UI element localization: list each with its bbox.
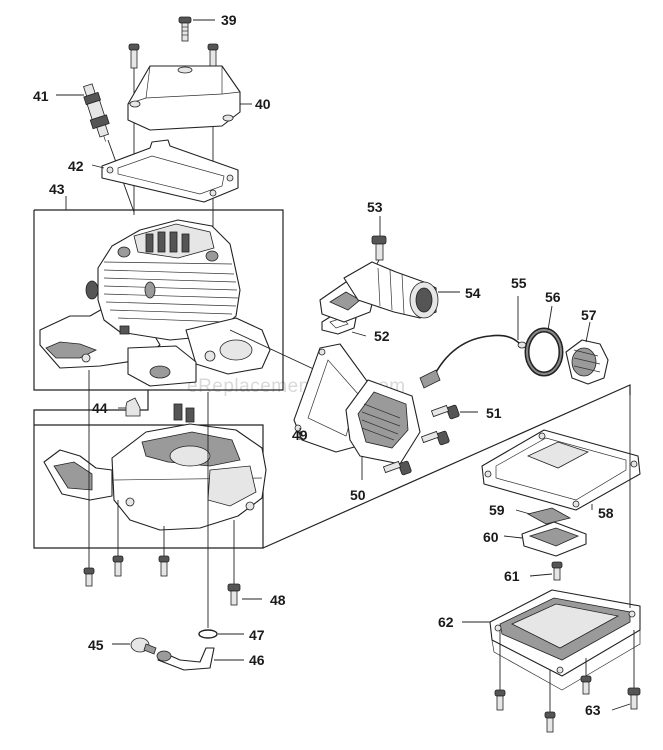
- tank-screw-2: [544, 670, 556, 733]
- part-44: [118, 397, 141, 417]
- screw-63: [611, 630, 641, 711]
- label-58: 58: [598, 505, 614, 521]
- label-41: 41: [33, 88, 49, 104]
- cylinder-assembly: [39, 219, 321, 387]
- label-51: 51: [486, 405, 502, 421]
- crankcase-screw-2: [112, 500, 124, 577]
- label-49: 49: [292, 427, 308, 443]
- label-43: 43: [49, 181, 65, 197]
- label-57: 57: [581, 307, 597, 323]
- tank-gasket-58: [481, 429, 641, 511]
- label-62: 62: [438, 614, 454, 630]
- fuel-hose-46: [156, 647, 244, 671]
- label-52: 52: [374, 328, 390, 344]
- cable-55: [419, 296, 527, 389]
- fuel-fitting-45: [112, 637, 157, 655]
- label-42: 42: [68, 158, 84, 174]
- screw-39: [178, 16, 215, 42]
- intake-screw-a: [420, 430, 450, 446]
- cylinder-group-frame: [33, 209, 284, 391]
- label-47: 47: [249, 627, 265, 643]
- label-61: 61: [504, 568, 520, 584]
- label-50: 50: [350, 487, 366, 503]
- label-53: 53: [367, 199, 383, 215]
- intake-manifold-50: [345, 379, 421, 480]
- part-59: [515, 507, 572, 525]
- cover-screw-left: [128, 43, 140, 215]
- label-39: 39: [221, 12, 237, 28]
- intake-screw-b: [382, 460, 412, 476]
- label-63: 63: [585, 702, 601, 718]
- intake-elbow-54: [343, 261, 460, 319]
- crankcase: [43, 403, 267, 531]
- label-54: 54: [465, 285, 481, 301]
- intake-screw-51: [430, 404, 478, 420]
- label-48: 48: [270, 592, 286, 608]
- screw-48: [227, 520, 262, 606]
- circlip-47: [198, 392, 244, 639]
- seal-ring-56: [524, 305, 564, 377]
- label-55: 55: [511, 275, 527, 291]
- label-44: 44: [92, 400, 108, 416]
- cover-gasket-42: [91, 139, 239, 203]
- label-56: 56: [545, 289, 561, 305]
- crankcase-group-frame: [33, 390, 149, 425]
- tank-screw-1: [494, 630, 506, 711]
- crankcase-screw-3: [158, 526, 170, 577]
- label-59: 59: [489, 502, 505, 518]
- cap-57: [565, 321, 609, 385]
- cylinder-cover-40: [127, 65, 252, 131]
- part-60: [503, 521, 587, 557]
- oil-tank-62: [462, 395, 641, 691]
- spark-plug-41: [83, 83, 110, 142]
- label-60: 60: [483, 529, 499, 545]
- screw-61: [529, 561, 563, 581]
- label-40: 40: [255, 96, 271, 112]
- label-45: 45: [88, 637, 104, 653]
- crankcase-screw-1: [83, 370, 95, 587]
- tank-screw-3: [580, 658, 592, 695]
- label-46: 46: [249, 652, 265, 668]
- oil-tank-frame: [262, 384, 631, 549]
